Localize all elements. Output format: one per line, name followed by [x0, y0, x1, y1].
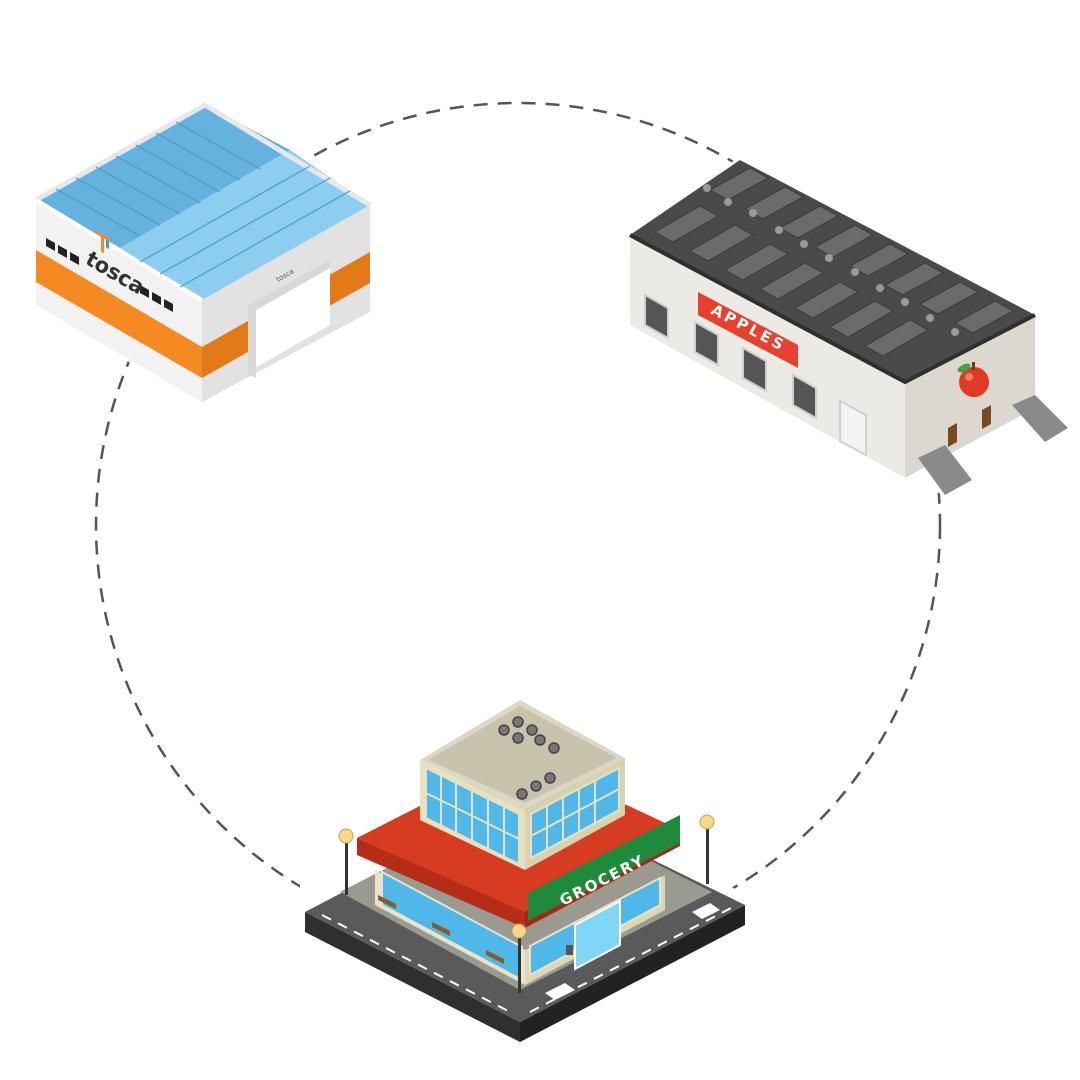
roof: [630, 160, 1035, 382]
entrance-door: [574, 899, 621, 971]
benches: [378, 895, 504, 964]
apples-warehouse: APPLES: [625, 160, 1068, 495]
brand-stripe: [36, 250, 202, 378]
trash-bin: [566, 945, 573, 955]
windows: [46, 238, 173, 312]
cycle-connector: [94, 101, 942, 949]
tosca-logo-icon: [95, 230, 111, 254]
roof: [36, 105, 290, 248]
tosca-warehouse: tosca tosca: [30, 102, 372, 402]
apple-icon: [957, 362, 989, 397]
rooftop-ac-units: [498, 716, 560, 800]
street-lamps: [338, 814, 715, 993]
grocery-store: GROCERY: [300, 700, 750, 1045]
loading-doors: [644, 293, 867, 457]
